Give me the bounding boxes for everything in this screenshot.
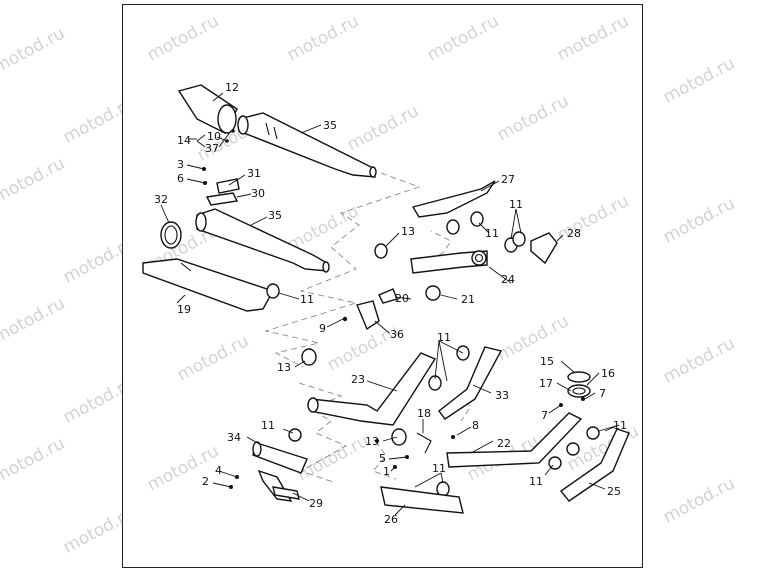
callout-21: 21 xyxy=(461,293,475,306)
callout-5: 5 xyxy=(379,452,386,465)
part-35-lower-muffler xyxy=(195,208,330,273)
watermark: motod.ru xyxy=(494,311,572,365)
part-27-shield xyxy=(411,180,496,218)
part-25-shield xyxy=(559,428,630,502)
callout-11-h: 11 xyxy=(529,475,543,488)
part-26-shield xyxy=(380,486,464,514)
callout-28: 28 xyxy=(567,227,581,240)
callout-11-g: 11 xyxy=(432,462,446,475)
callout-13-b: 13 xyxy=(277,361,291,374)
callout-31: 31 xyxy=(247,167,261,180)
callout-10: 10 xyxy=(207,130,221,143)
leader-lines xyxy=(160,92,620,516)
callout-27: 27 xyxy=(501,173,515,186)
watermark: motod.ru xyxy=(554,11,632,65)
callout-6: 6 xyxy=(177,172,184,185)
callout-2: 2 xyxy=(202,475,209,488)
callout-37: 37 xyxy=(205,142,219,155)
callout-7-b: 7 xyxy=(599,387,606,400)
watermark: motod.ru xyxy=(494,91,572,145)
callout-26: 26 xyxy=(384,513,398,526)
watermark: motod.ru xyxy=(660,193,739,248)
watermark: motod.ru xyxy=(660,333,739,388)
callout-19: 19 xyxy=(177,303,191,316)
callout-11-b: 11 xyxy=(509,198,523,211)
callout-30: 30 xyxy=(251,187,265,200)
callout-18: 18 xyxy=(417,407,431,420)
part-12-shield-tip xyxy=(177,84,238,134)
part-24-head-pipe xyxy=(410,250,488,274)
callout-13-a: 13 xyxy=(401,225,415,238)
callout-36: 36 xyxy=(390,328,404,341)
callout-8: 8 xyxy=(472,419,479,432)
callout-11-a: 11 xyxy=(300,293,314,306)
watermark: motod.ru xyxy=(284,11,362,65)
watermark: motod.ru xyxy=(660,53,739,108)
callout-35-lower: 35 xyxy=(268,209,282,222)
callout-35-upper: 35 xyxy=(323,119,337,132)
part-15-16-17-gaskets xyxy=(559,371,591,407)
part-29-bracket xyxy=(229,469,300,502)
exhaust-parts-diagram: motod.ru motod.ru motod.ru motod.ru moto… xyxy=(142,11,642,526)
callout-20: 20 xyxy=(395,292,409,305)
callout-32: 32 xyxy=(154,193,168,206)
callout-17: 17 xyxy=(539,377,553,390)
watermark: motod.ru xyxy=(660,473,739,528)
watermark: motod.ru xyxy=(554,191,632,245)
callout-34: 34 xyxy=(227,431,241,444)
callout-24: 24 xyxy=(501,273,515,286)
clamp-group xyxy=(266,211,600,497)
watermark: motod.ru xyxy=(424,11,502,65)
part-20-36-brackets xyxy=(342,288,398,331)
callout-1: 1 xyxy=(383,465,390,478)
part-22-rear-pipe xyxy=(446,412,583,468)
part-19-heat-shield xyxy=(142,258,275,312)
callout-11-e: 11 xyxy=(613,419,627,432)
callout-3: 3 xyxy=(177,158,184,171)
callout-11-d: 11 xyxy=(437,331,451,344)
callout-23: 23 xyxy=(351,373,365,386)
callout-33: 33 xyxy=(495,389,509,402)
part-30-31-brackets xyxy=(205,178,240,206)
watermark: motod.ru xyxy=(0,433,69,488)
watermark: motod.ru xyxy=(0,293,69,348)
diagram-frame: motod.ru motod.ru motod.ru motod.ru moto… xyxy=(122,4,643,568)
callout-25: 25 xyxy=(607,485,621,498)
watermark: motod.ru xyxy=(344,101,422,155)
watermark: motod.ru xyxy=(0,23,69,78)
watermark: motod.ru xyxy=(144,11,222,65)
watermark: motod.ru xyxy=(0,153,69,208)
callout-14: 14 xyxy=(177,134,191,147)
watermark: motod.ru xyxy=(144,441,222,495)
callout-11-c: 11 xyxy=(485,227,499,240)
part-28-pipe xyxy=(530,232,558,265)
callout-11-f: 11 xyxy=(261,419,275,432)
part-33-shield xyxy=(438,346,503,420)
part-32-clamp-ring xyxy=(160,221,182,249)
callout-16: 16 xyxy=(601,367,615,380)
callout-9: 9 xyxy=(319,322,326,335)
callout-15: 15 xyxy=(540,355,554,368)
watermark: motod.ru xyxy=(174,331,252,385)
callout-22: 22 xyxy=(497,437,511,450)
callout-29: 29 xyxy=(309,497,323,510)
callout-labels: 12 35 14 10 37 3 6 31 30 32 35 11 19 27 … xyxy=(154,81,627,526)
part-35-upper-muffler xyxy=(237,112,377,178)
callout-13-c: 13 xyxy=(365,435,379,448)
part-23-front-pipe xyxy=(307,352,437,426)
callout-4: 4 xyxy=(215,464,222,477)
callout-7-a: 7 xyxy=(541,409,548,422)
callout-12: 12 xyxy=(225,81,239,94)
part-34-pipe xyxy=(252,441,308,474)
